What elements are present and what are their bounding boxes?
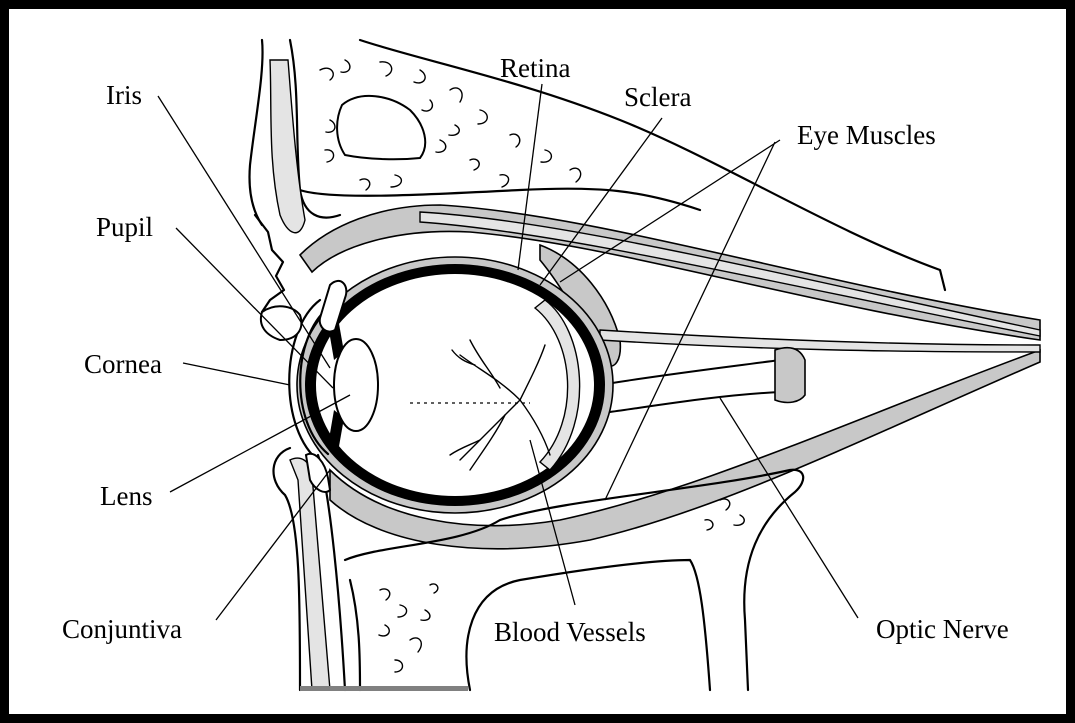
label-cornea: Cornea	[84, 349, 162, 379]
label-pupil: Pupil	[96, 212, 153, 242]
retina-leader	[518, 84, 542, 270]
label-optic-nerve: Optic Nerve	[876, 614, 1009, 644]
label-conjuntiva: Conjuntiva	[62, 614, 182, 644]
iris-leader	[158, 96, 330, 368]
label-sclera: Sclera	[624, 82, 691, 112]
label-lens: Lens	[100, 481, 152, 511]
cornea-leader	[183, 363, 290, 385]
base-bar	[300, 686, 468, 691]
upper-orbit-bone	[250, 40, 946, 312]
label-eye-muscles: Eye Muscles	[797, 120, 936, 150]
label-iris: Iris	[106, 80, 142, 110]
label-blood-vessels: Blood Vessels	[494, 617, 646, 647]
eye-muscles-leader-2	[605, 142, 775, 500]
optic-nerve-shape	[600, 348, 805, 412]
label-retina: Retina	[500, 53, 570, 83]
